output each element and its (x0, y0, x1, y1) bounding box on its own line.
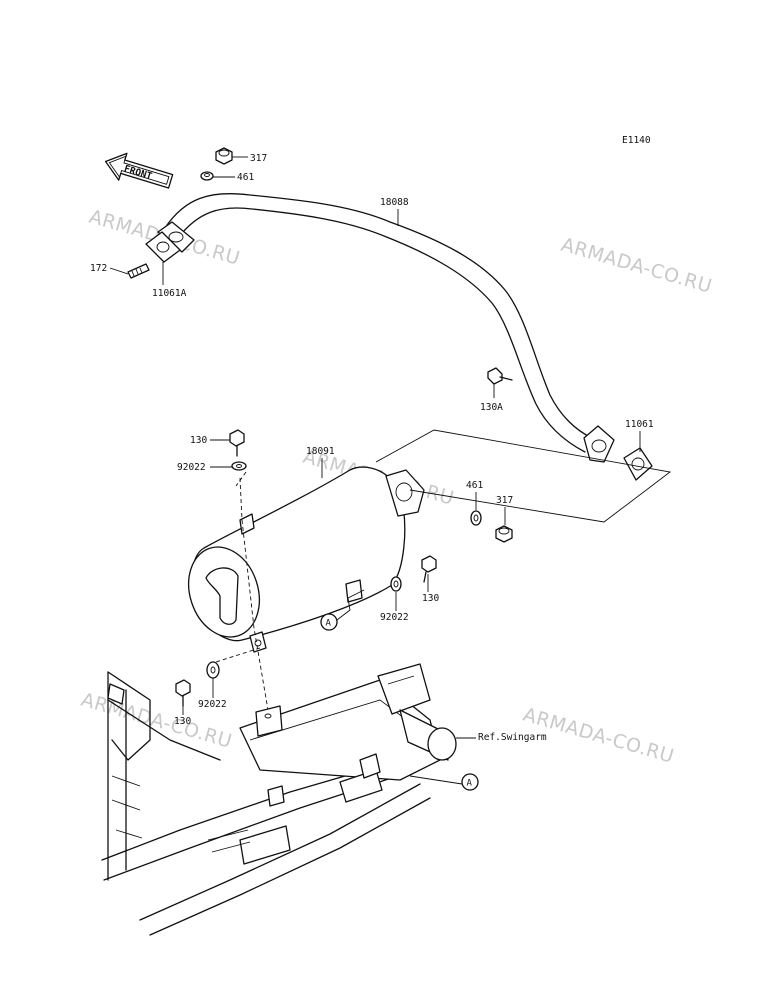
watermark: ARMADA-CO.RU (559, 234, 715, 298)
nut-icon (495, 525, 513, 543)
bolt-130a (487, 367, 513, 385)
part-label: 130 (190, 435, 207, 446)
washer-icon (200, 171, 214, 181)
washer-icon (470, 510, 482, 526)
part-label: 130A (480, 402, 503, 413)
flange-reference-box (375, 429, 672, 523)
washer-icon (206, 661, 220, 679)
bolt-icon (175, 679, 191, 707)
part-label: 92022 (198, 699, 227, 710)
muffler (188, 466, 425, 653)
part-label: 92022 (380, 612, 409, 623)
front-arrow-icon: FRONT (104, 152, 174, 189)
callout-a-label: A (326, 619, 332, 629)
alignment-line (215, 647, 261, 663)
stud-bolt (127, 263, 150, 279)
bolt-icon (421, 555, 437, 583)
part-label: 130 (422, 593, 439, 604)
part-label: 130 (174, 716, 191, 727)
washer-icon (231, 461, 247, 471)
front-gasket (145, 231, 181, 263)
part-label: 172 (90, 263, 107, 274)
frame-structure (101, 663, 457, 936)
nut-icon (215, 147, 233, 165)
part-label: 18091 (306, 446, 335, 457)
rear-gasket (623, 447, 653, 481)
part-label: 317 (496, 495, 513, 506)
diagram-code: E1140 (622, 135, 651, 146)
callout-a-label: A (467, 779, 473, 789)
alignment-line (235, 471, 247, 487)
part-label: 461 (466, 480, 483, 491)
part-label: 18088 (380, 197, 409, 208)
bolt-icon (229, 429, 245, 457)
front-label: FRONT (123, 163, 154, 182)
part-label: 92022 (177, 462, 206, 473)
leader-line (109, 267, 129, 275)
part-label: 11061A (152, 288, 187, 299)
washer-icon (390, 576, 402, 592)
callout-a: A (409, 773, 479, 791)
part-label: 11061 (625, 419, 654, 430)
alignment-line (239, 477, 269, 711)
ref-swingarm-label: Ref.Swingarm (478, 732, 547, 743)
callout-a: A (320, 589, 365, 631)
part-label: 461 (237, 172, 254, 183)
exhaust-pipe (157, 192, 615, 463)
part-label-group: 317 461 18088 172 11061A 130A 11061 130 … (90, 153, 654, 727)
part-label: 317 (250, 153, 267, 164)
